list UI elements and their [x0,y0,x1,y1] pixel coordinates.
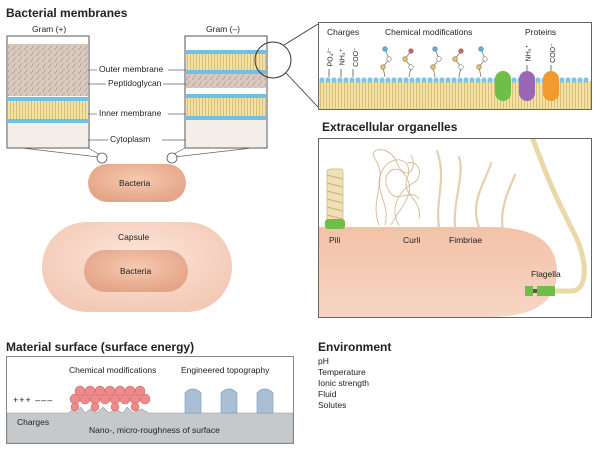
environment-list: pH Temperature Ionic strength Fluid Solu… [318,356,369,411]
environment-item: Solutes [318,400,347,410]
organelles-drawing [319,139,587,317]
flagella [525,139,587,296]
charge-nh3-label: NH₃⁺ [339,48,347,66]
gram-positive-label: Gram (+) [32,24,67,34]
curli [372,149,420,226]
charge-po4-label: PO₄²⁻ [327,47,335,67]
material-chemical-modifications-label: Chemical modifications [69,365,157,375]
zoom-circle-right [166,152,178,164]
membrane-surface-inset: Charges Chemical modifications Proteins … [318,22,592,110]
capsule-bacteria-cell [84,250,188,292]
material-surface-box: Chemical modifications Engineered topogr… [6,356,294,444]
cytoplasm-label: Cytoplasm [110,134,151,144]
inner-membrane-label: Inner membrane [99,108,162,118]
zoom-circle-left [96,152,108,164]
pili [325,168,345,229]
fimbriae-label: Fimbriae [449,235,483,245]
capsule-bacteria-label: Bacteria [120,266,152,276]
roughness-label: Nano-, micro-roughness of surface [89,425,220,435]
protein-coo-label: COO⁻ [549,43,557,63]
environment-item: Temperature [318,367,366,377]
inset-proteins-label: Proteins [525,27,557,37]
bacteria-label: Bacteria [119,178,151,188]
inset-zoom-circle [254,41,292,79]
extracellular-organelles-box: Pili Curli Fimbriae Flagella [318,138,592,318]
inset-drawing [319,46,591,109]
extracellular-organelles-heading: Extracellular organelles [322,120,458,134]
protein-purple [519,71,535,101]
protein-green [495,71,511,101]
protein-nh3-label: NH₃⁺ [525,44,533,62]
charges-signs: +++ ––– [13,395,54,405]
material-charges-label: Charges [17,417,50,427]
protein-orange [543,71,559,101]
environment-item: pH [318,356,329,366]
inset-charges-label: Charges [327,27,360,37]
environment-heading: Environment [318,340,392,354]
engineered-topography-label: Engineered topography [181,365,270,375]
gram-negative-label: Gram (–) [206,24,240,34]
capsule-label: Capsule [118,232,150,242]
charge-coo-label: COO⁻ [352,47,360,67]
material-surface-heading: Material surface (surface energy) [6,340,195,354]
material-surface-drawing [7,385,293,443]
flagella-label: Flagella [531,269,561,279]
outer-membrane-label: Outer membrane [99,64,164,74]
curli-label: Curli [403,235,421,245]
bacteria-cell [88,164,186,202]
environment-item: Ionic strength [318,378,370,388]
chemical-modification-bumps [69,385,151,412]
gram-positive-box [6,35,90,149]
inset-chemical-modifications-label: Chemical modifications [385,27,473,37]
sugar-chains [382,48,486,78]
topography-pillars [184,388,274,414]
fimbriae [435,149,517,233]
bacterial-membranes-heading: Bacterial membranes [6,6,128,20]
gram-negative-box [184,35,268,149]
peptidoglycan-label: Peptidoglycan [108,78,162,88]
pili-label: Pili [329,235,341,245]
environment-item: Fluid [318,389,337,399]
cell-body [319,227,557,317]
